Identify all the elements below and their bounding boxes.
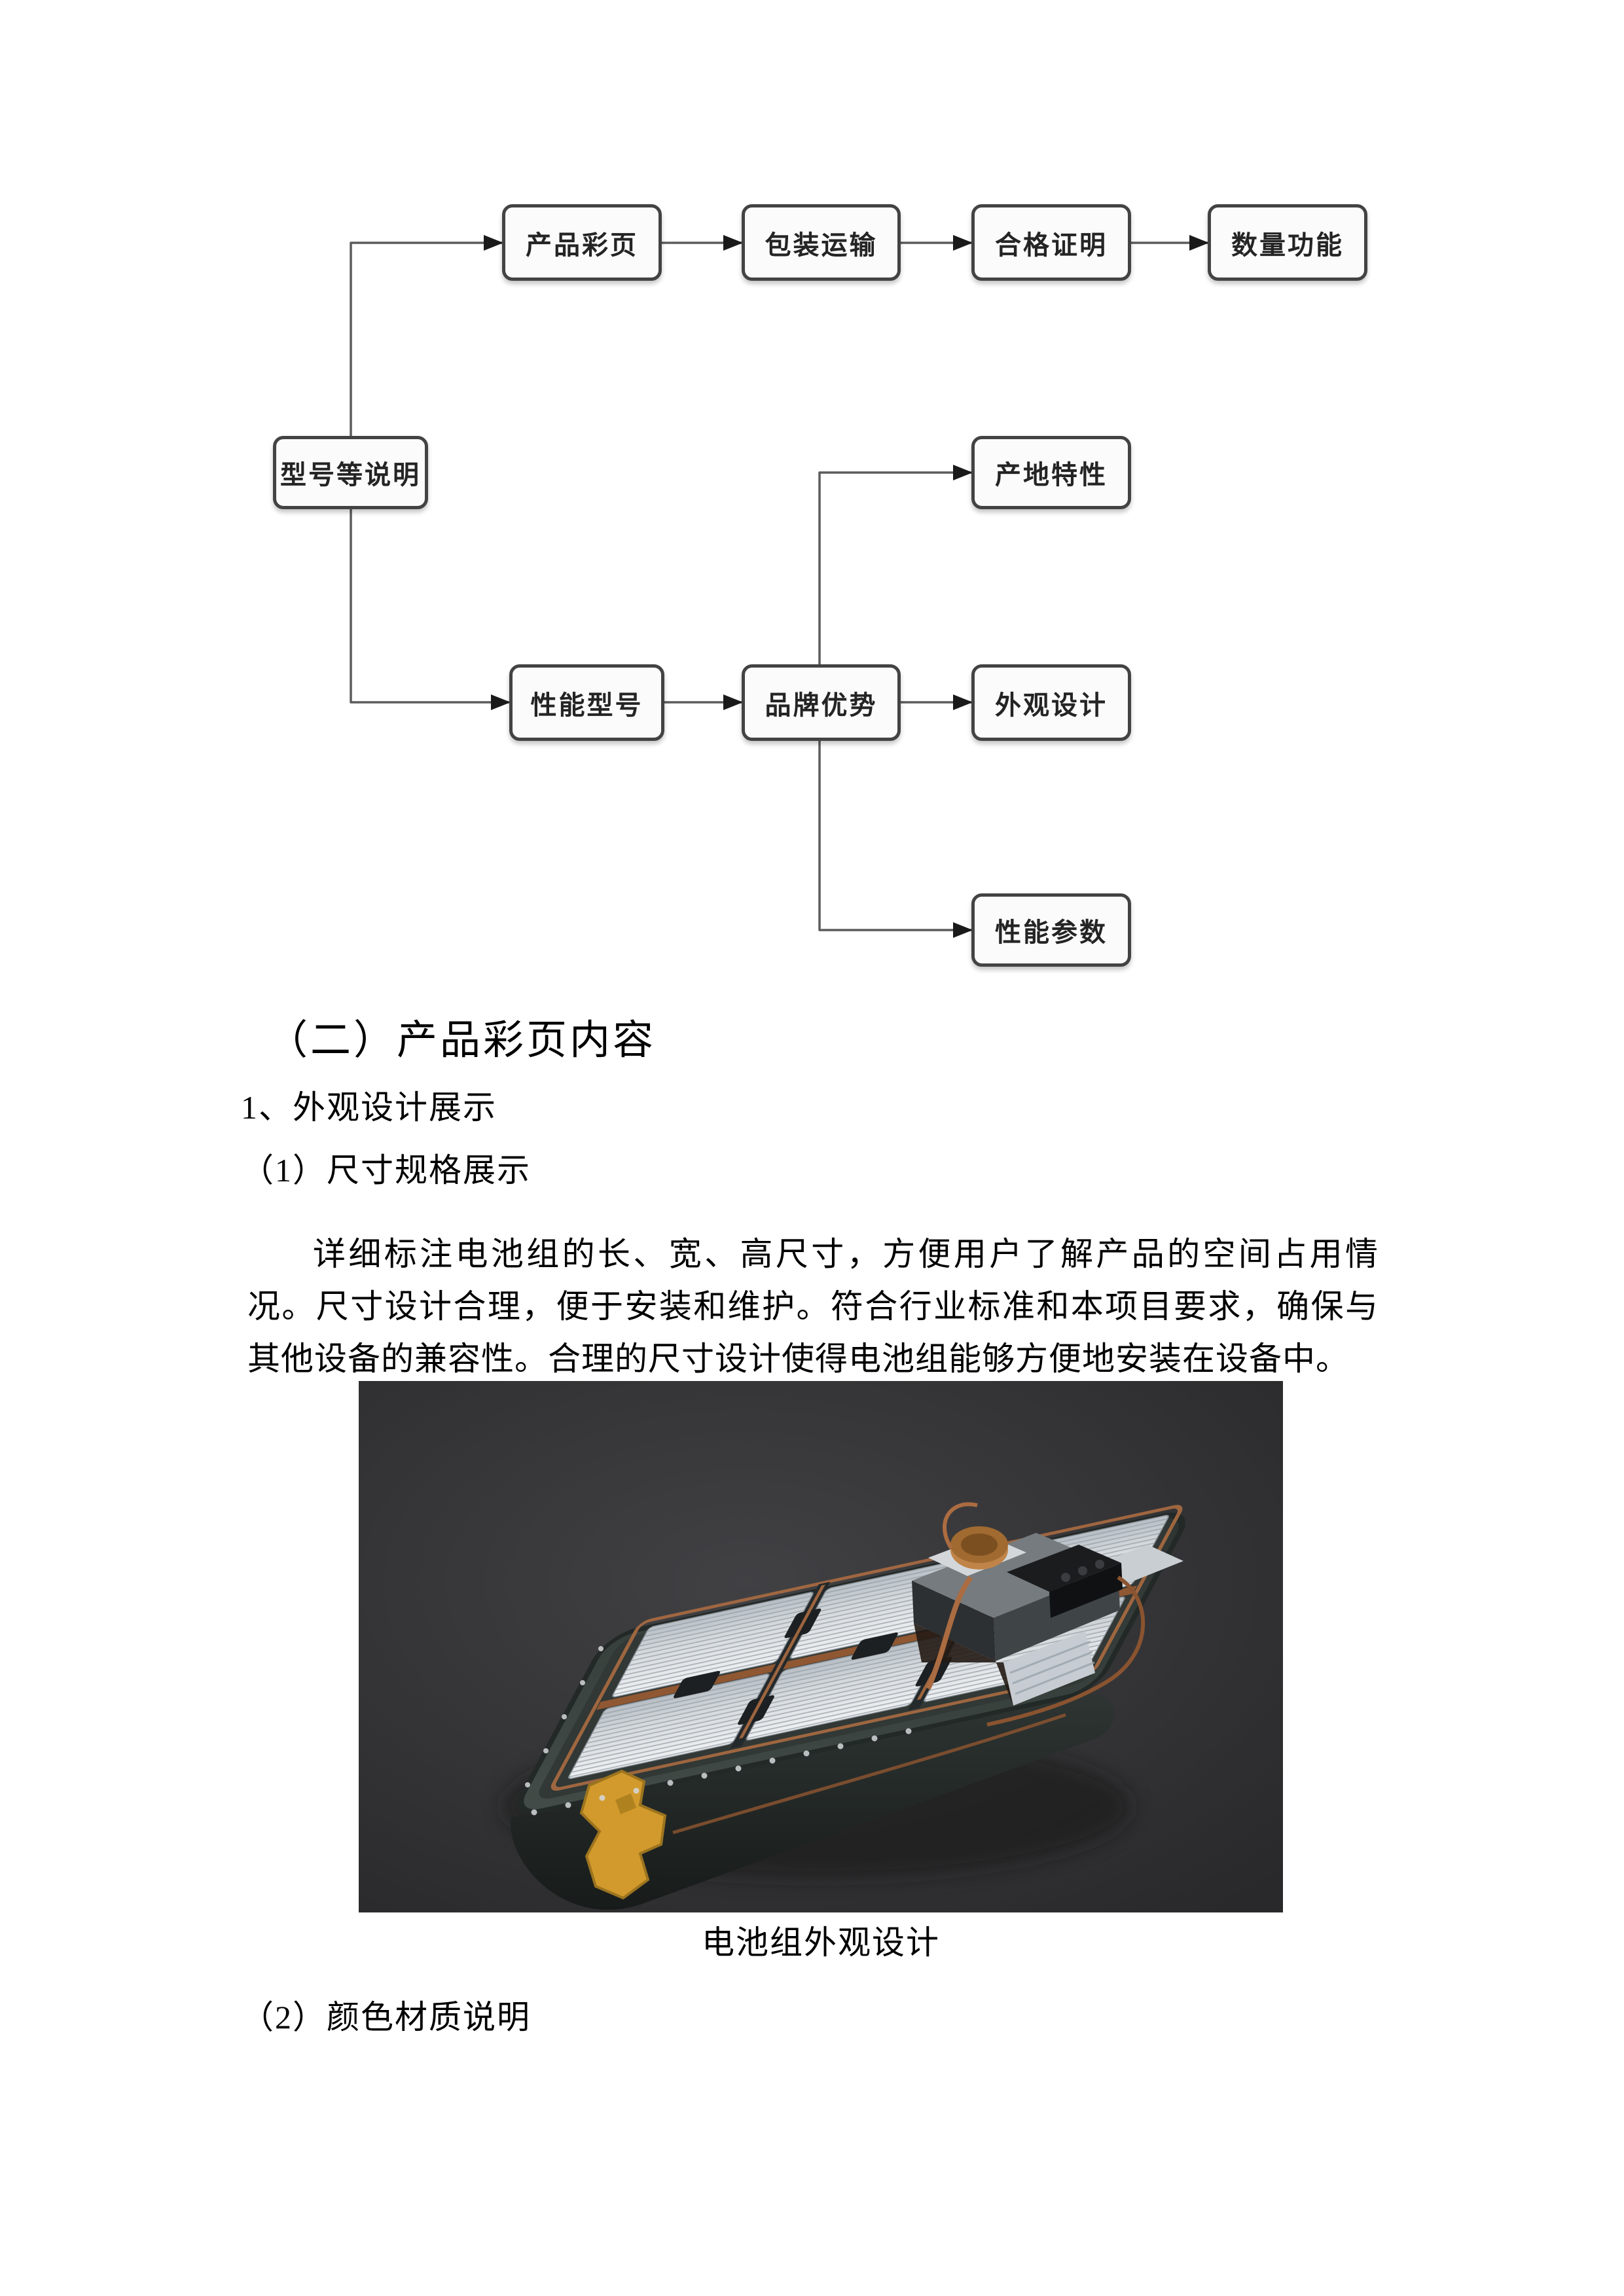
sub-heading-appearance: 1、外观设计展示 (241, 1089, 497, 1126)
copper-wires (672, 1502, 1146, 1835)
battery-pack-image (359, 1381, 1283, 1912)
flow-node-perf-model: 性能型号 (509, 664, 664, 741)
flow-node-parameters: 性能参数 (971, 893, 1131, 967)
flow-edge-brand-to-origin (818, 465, 973, 664)
flow-node-quantity: 数量功能 (1208, 204, 1367, 281)
flow-edge-model-to-perfmodel (350, 509, 511, 710)
flow-node-packing: 包装运输 (742, 204, 901, 281)
section-heading: （二）产品彩页内容 (267, 1018, 657, 1063)
rim-rivets (525, 1646, 912, 1816)
flow-node-brand: 品牌优势 (742, 664, 901, 741)
flow-node-certificate: 合格证明 (971, 204, 1131, 281)
battery-pack-render (359, 1381, 1283, 1912)
flowchart-connectors (350, 235, 1209, 938)
yellow-connector-notch (615, 1793, 636, 1814)
yellow-connector (579, 1769, 667, 1900)
flow-edge-model-to-brochure (350, 235, 503, 436)
flow-node-brochure: 产品彩页 (502, 204, 662, 281)
sub-heading-color-material: （2）颜色材质说明 (241, 1999, 531, 2036)
flow-node-model-desc: 型号等说明 (273, 436, 428, 509)
dimension-paragraph: 详细标注电池组的长、宽、高尺寸，方便用户了解产品的空间占用情况。尺寸设计合理，便… (247, 1236, 1379, 1377)
sub-heading-dimensions: （1）尺寸规格展示 (241, 1152, 531, 1189)
junction-box-cluster (912, 1526, 1183, 1706)
flow-node-appearance: 外观设计 (971, 664, 1131, 741)
flowchart-diagram: 型号等说明 产品彩页 包装运输合格证明数量功能产地特性性能型号 品牌优势外观设计性能参… (0, 0, 1624, 995)
figure-caption: 电池组外观设计 (702, 1924, 940, 1961)
flow-node-origin: 产地特性 (971, 436, 1131, 509)
flow-edge-brand-to-parameters (818, 741, 973, 938)
